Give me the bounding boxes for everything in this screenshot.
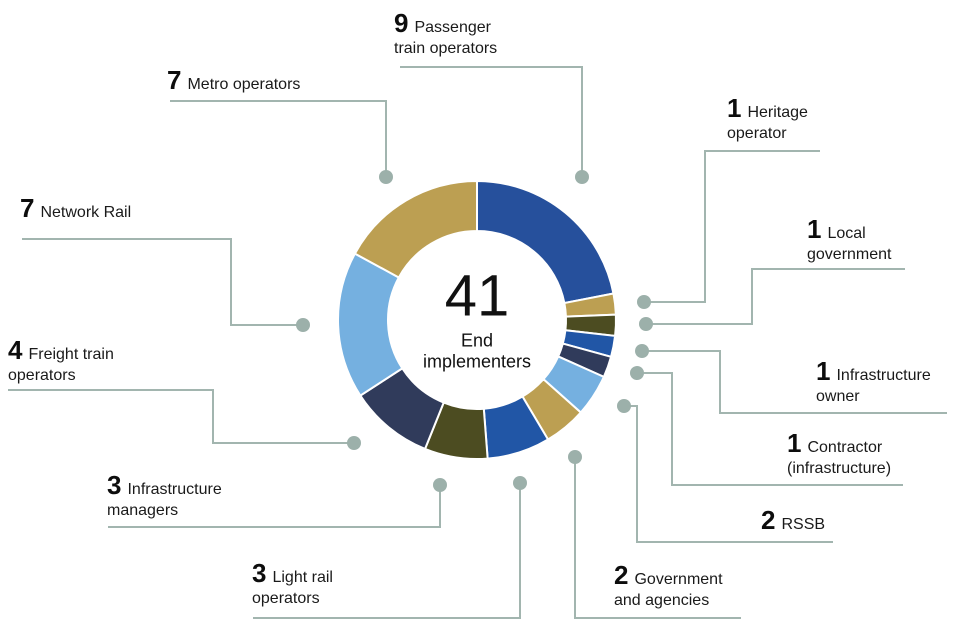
callout-rssb: 2 RSSB: [761, 505, 826, 535]
callout-dot-heritage-operator: [637, 295, 651, 309]
callout-line-contractor-infrastructure: [642, 372, 903, 486]
callout-line-infrastructure-owner: [646, 350, 947, 414]
callout-value-government-and-agencies: 2: [614, 560, 629, 590]
callout-label-metro-operators: Metro operators: [187, 76, 301, 93]
callout-value-network-rail: 7: [20, 193, 35, 223]
callout-value-passenger-train-operators: 9: [394, 8, 409, 38]
callout-dots: [296, 170, 653, 492]
callout-dot-infrastructure-managers: [433, 478, 447, 492]
donut-center-text: 41 End implementers: [416, 263, 538, 373]
callout-value-local-government: 1: [807, 214, 822, 244]
callout-dot-infrastructure-owner: [635, 344, 649, 358]
callout-dot-contractor-infrastructure: [630, 366, 644, 380]
callout-label-infrastructure-owner: Infrastructure owner: [816, 367, 931, 405]
callout-line-heritage-operator: [648, 150, 820, 303]
callout-dot-freight-train-operators: [347, 436, 361, 450]
callout-dot-metro-operators: [379, 170, 393, 184]
donut-segments: [337, 179, 618, 460]
callout-dot-light-rail-operators: [513, 476, 527, 490]
callout-label-network-rail: Network Rail: [40, 204, 132, 221]
callout-dot-passenger-train-operators: [575, 170, 589, 184]
callout-dot-network-rail: [296, 318, 310, 332]
callout-value-contractor-infrastructure: 1: [787, 428, 802, 458]
callout-value-freight-train-operators: 4: [8, 335, 23, 365]
callout-dot-government-and-agencies: [568, 450, 582, 464]
callout-line-infrastructure-managers: [108, 490, 441, 528]
callout-value-heritage-operator: 1: [727, 93, 742, 123]
total-label: End implementers: [422, 330, 532, 372]
callout-line-light-rail-operators: [253, 488, 521, 619]
callout-label-local-government: Local government: [807, 225, 892, 263]
callout-label-passenger-train-operators: Passenger train operators: [394, 19, 498, 57]
callout-line-government-and-agencies: [574, 462, 741, 619]
callout-connectors: [8, 66, 947, 619]
donut-segment-metro-operators: [353, 179, 478, 279]
total-value: 41: [444, 263, 510, 329]
callout-line-network-rail: [22, 238, 297, 326]
callout-label-rssb: RSSB: [781, 516, 826, 533]
callout-label-contractor-infrastructure: Contractor (infrastructure): [787, 439, 892, 477]
callout-value-infrastructure-managers: 3: [107, 470, 122, 500]
callout-label-infrastructure-managers: Infrastructure managers: [107, 481, 222, 519]
callout-line-local-government: [650, 268, 905, 325]
callout-value-rssb: 2: [761, 505, 776, 535]
callout-line-passenger-train-operators: [400, 66, 583, 172]
callout-value-metro-operators: 7: [167, 65, 182, 95]
callout-line-metro-operators: [170, 100, 387, 172]
callout-metro-operators: 7 Metro operators: [167, 65, 301, 95]
callout-dot-rssb: [617, 399, 631, 413]
callout-value-light-rail-operators: 3: [252, 558, 267, 588]
callout-network-rail: 7 Network Rail: [20, 193, 132, 223]
callout-dot-local-government: [639, 317, 653, 331]
callout-line-freight-train-operators: [8, 389, 348, 444]
callout-value-infrastructure-owner: 1: [816, 356, 831, 386]
callout-line-rssb: [628, 405, 833, 543]
callout-label-freight-train-operators: Freight train operators: [8, 346, 114, 384]
callout-label-heritage-operator: Heritage operator: [727, 104, 808, 142]
callout-label-government-and-agencies: Government and agencies: [614, 571, 723, 609]
callout-label-light-rail-operators: Light rail operators: [252, 569, 333, 607]
